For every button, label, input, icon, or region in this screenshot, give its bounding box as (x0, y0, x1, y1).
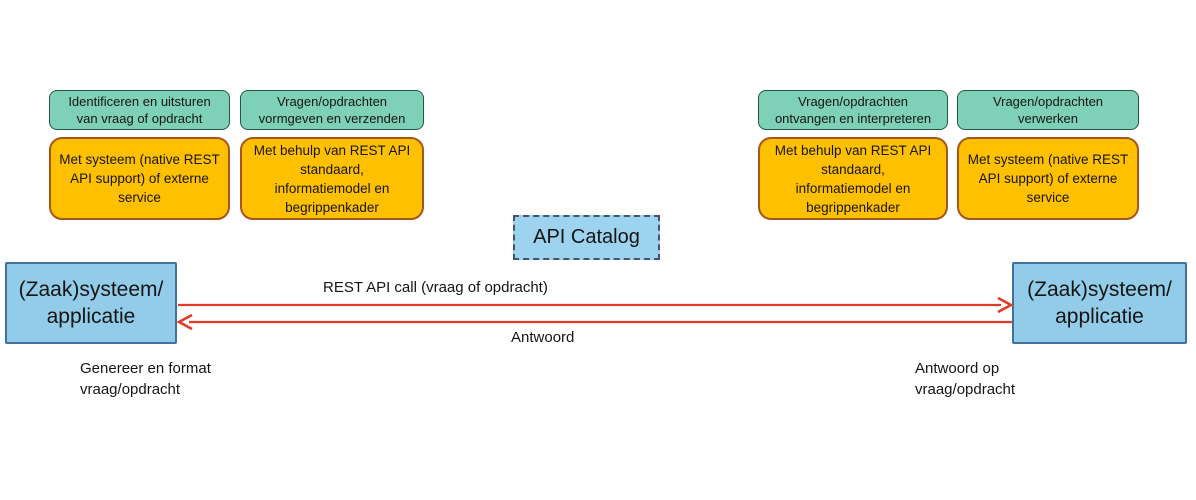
step-verwerken-action: Vragen/opdrachten verwerken (957, 90, 1139, 130)
request-arrow-label: REST API call (vraag of opdracht) (323, 279, 548, 296)
system-left-note: Genereer en format vraag/opdracht (80, 360, 211, 398)
system-box-right: (Zaak)systeem/ applicatie (1012, 262, 1187, 344)
system-right-note: Antwoord op vraag/opdracht (915, 360, 1016, 398)
system-box-left: (Zaak)systeem/ applicatie (5, 262, 177, 344)
step-ontvangen-means: Met behulp van REST API standaard, infor… (758, 137, 948, 220)
step-verwerken-means: Met systeem (native REST API support) of… (957, 137, 1139, 220)
step-vormgeven-action: Vragen/opdrachten vormgeven en verzenden (240, 90, 424, 130)
request-arrow-head (997, 296, 1014, 314)
step-vormgeven-means: Met behulp van REST API standaard, infor… (240, 137, 424, 220)
step-ontvangen-action: Vragen/opdrachten ontvangen en interpret… (758, 90, 948, 130)
step-identificeren-means: Met systeem (native REST API support) of… (49, 137, 230, 220)
api-catalog-box: API Catalog (513, 215, 660, 260)
step-identificeren-action: Identificeren en uitsturen van vraag of … (49, 90, 230, 130)
response-arrow-head (176, 313, 193, 331)
response-arrow-label: Antwoord (511, 329, 575, 346)
